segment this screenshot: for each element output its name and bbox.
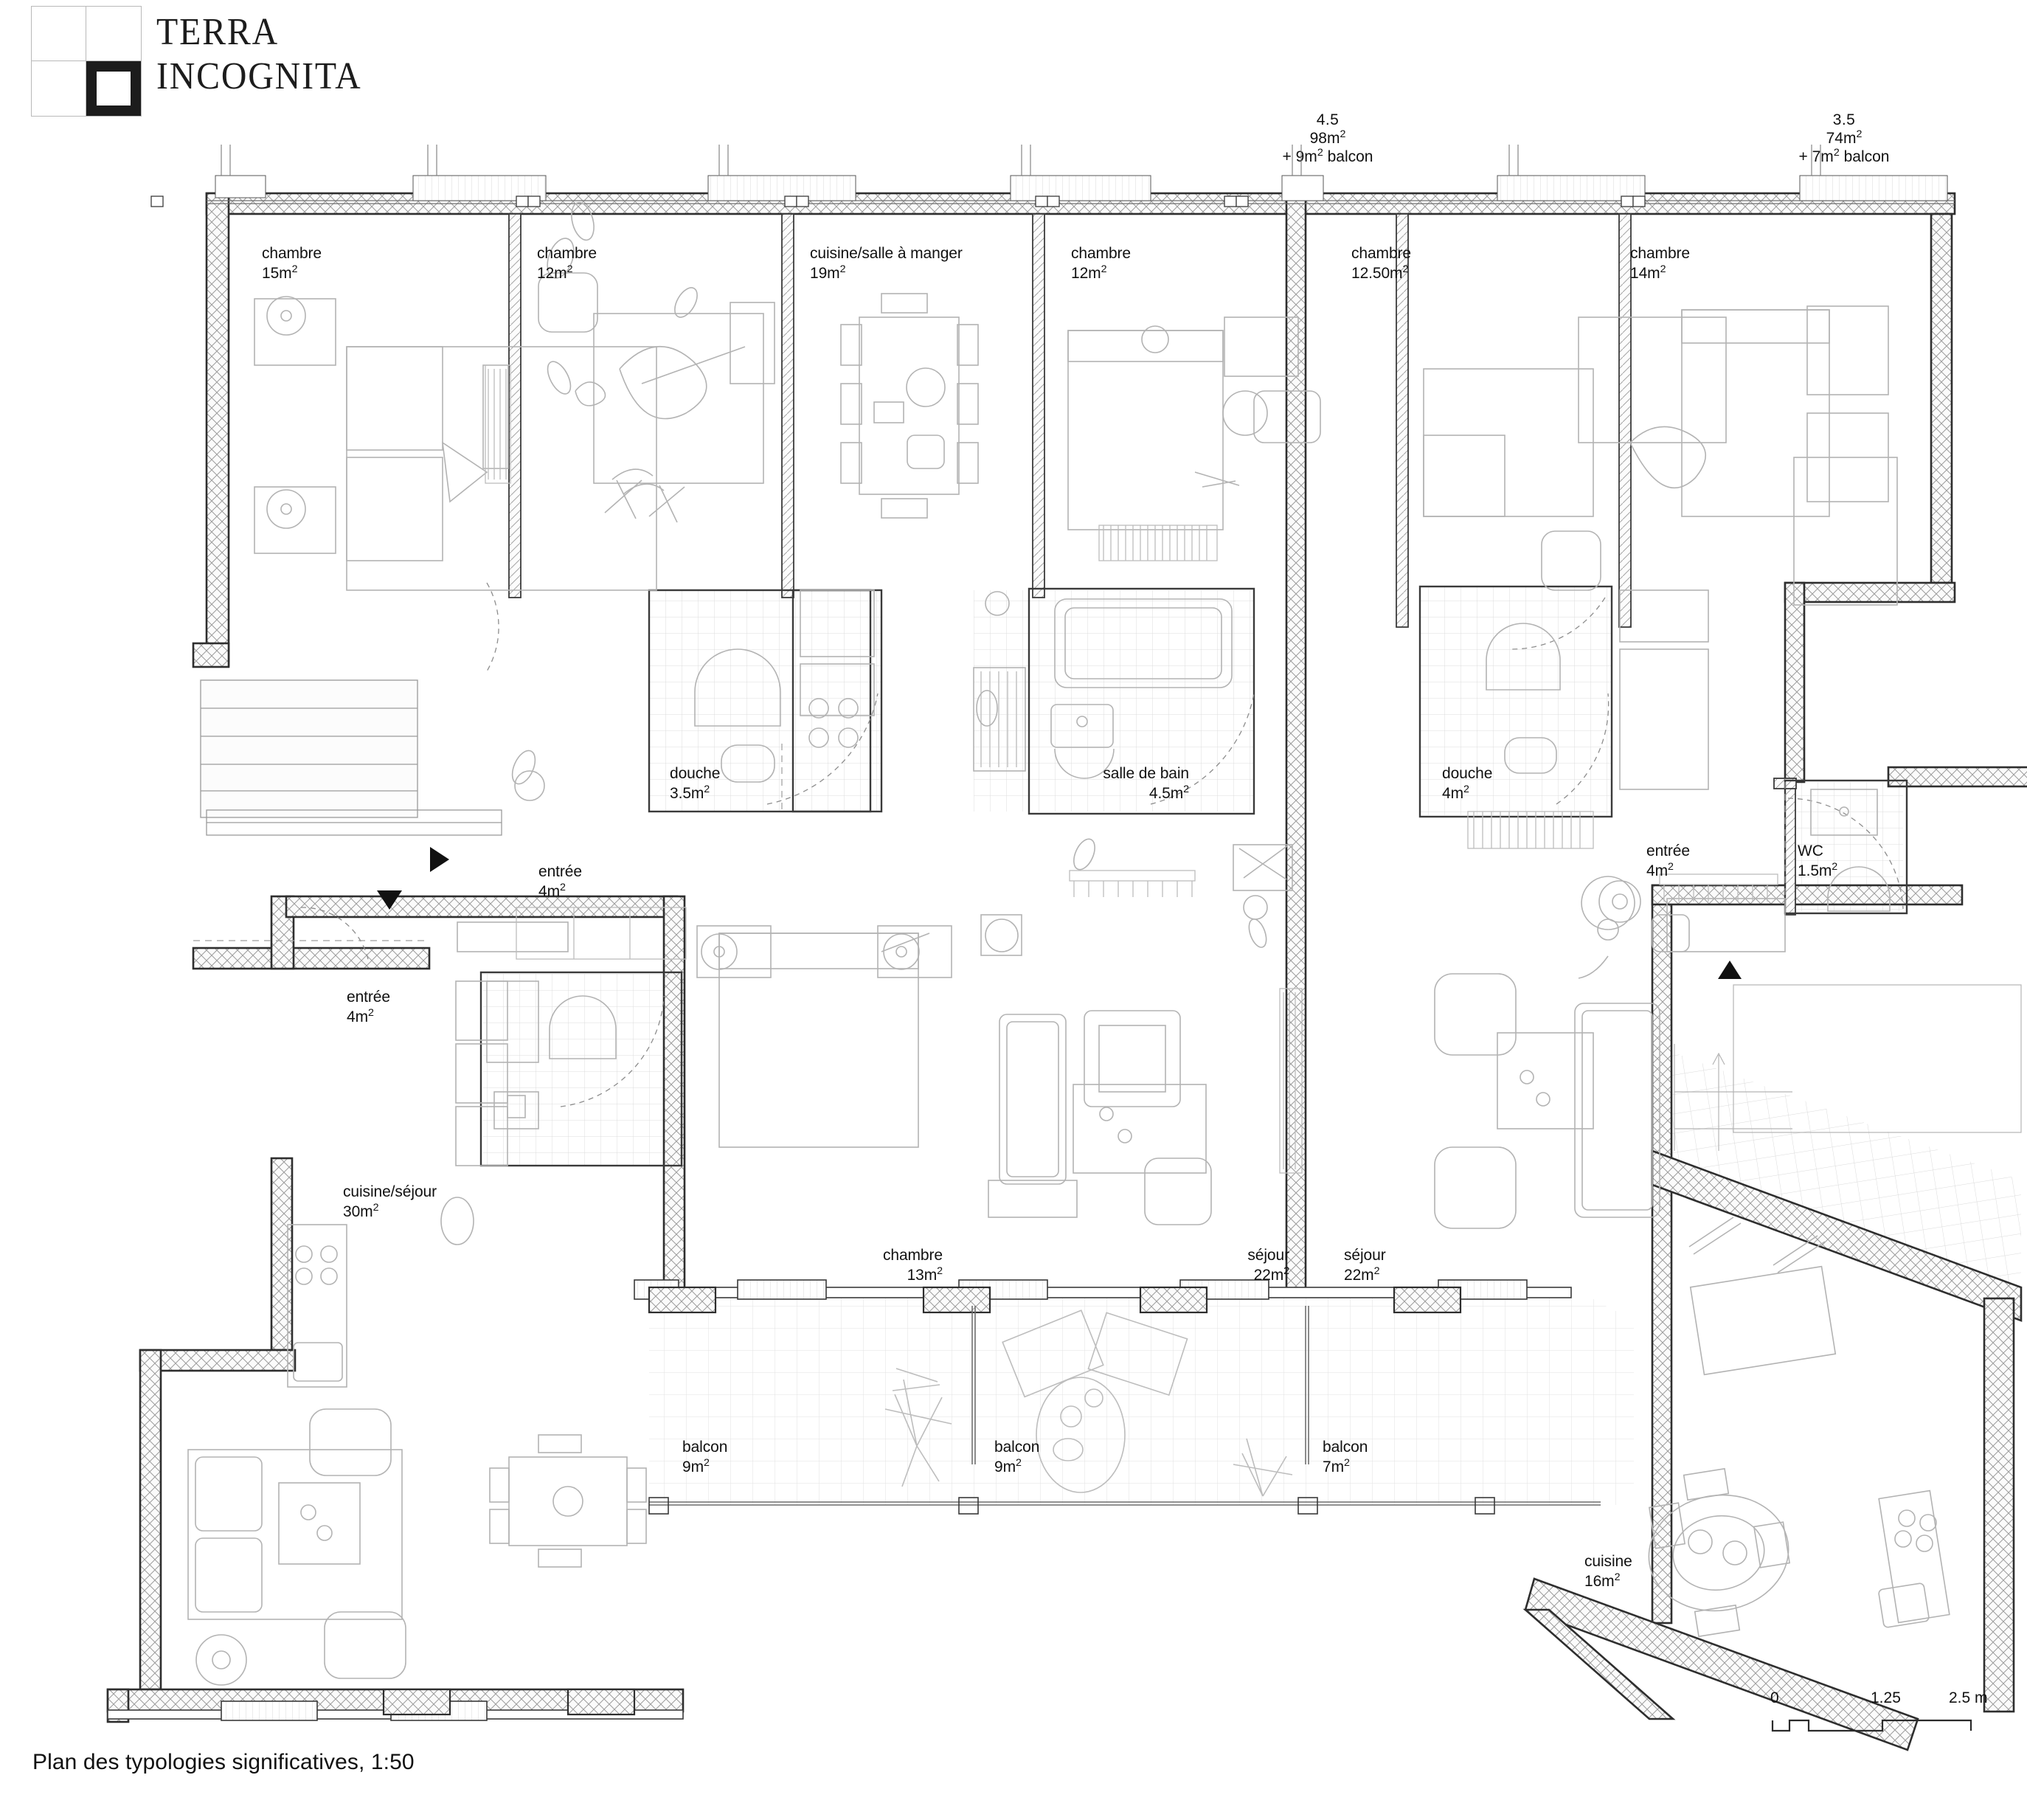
entrance-arrow-right-icon bbox=[430, 847, 449, 872]
room-area: 4m2 bbox=[538, 882, 566, 900]
room-name: salle de bain bbox=[1103, 765, 1189, 782]
entrance-arrow-up-icon bbox=[1718, 961, 1742, 979]
typology-area: 74m2 bbox=[1826, 128, 1863, 147]
room-name: entrée bbox=[1646, 842, 1690, 859]
room-name: cuisine/séjour bbox=[343, 1183, 437, 1200]
room-name: séjour bbox=[1247, 1247, 1289, 1264]
room-area: 13m2 bbox=[907, 1265, 943, 1284]
room-name: chambre bbox=[262, 245, 322, 262]
room-name: balcon bbox=[1323, 1439, 1368, 1456]
room-area: 15m2 bbox=[262, 263, 298, 282]
room-label-entree-gauche: entrée 4m2 bbox=[347, 987, 390, 1027]
entrance-arrow-down-icon bbox=[377, 890, 402, 910]
logo-line-1: TERRA bbox=[156, 11, 280, 53]
room-label-sejour-22-a: séjour 22m2 bbox=[1157, 1245, 1289, 1285]
typology-header-3-5: 3.5 74m2 + 7m2 balcon bbox=[1778, 111, 1910, 166]
room-area: 14m2 bbox=[1630, 263, 1666, 282]
room-label-salle-de-bain-45: salle de bain 4.5m2 bbox=[1042, 764, 1189, 803]
room-name: balcon bbox=[994, 1439, 1040, 1456]
typology-balcony: + 7m2 balcon bbox=[1798, 147, 1890, 165]
room-label-douche-4: douche 4m2 bbox=[1442, 764, 1492, 803]
room-name: cuisine bbox=[1584, 1553, 1632, 1570]
room-label-chambre-12-b: chambre 12m2 bbox=[1071, 243, 1131, 283]
room-name: entrée bbox=[538, 863, 582, 880]
room-area: 12.50m2 bbox=[1351, 263, 1409, 282]
typology-type: 3.5 bbox=[1832, 111, 1856, 128]
room-name: chambre bbox=[1071, 245, 1132, 262]
typology-area: 98m2 bbox=[1309, 128, 1346, 147]
room-label-chambre-15: chambre 15m2 bbox=[262, 243, 322, 283]
logo-wordmark: TERRA INCOGNITA bbox=[156, 10, 370, 99]
room-name: WC bbox=[1798, 842, 1823, 859]
room-area: 3.5m2 bbox=[670, 783, 710, 802]
scale-tick-0: 0 bbox=[1770, 1689, 1779, 1706]
room-label-chambre-14: chambre 14m2 bbox=[1630, 243, 1690, 283]
room-label-entree-droite: entrée 4m2 bbox=[1646, 841, 1690, 881]
room-name: entrée bbox=[347, 989, 390, 1006]
room-name: séjour bbox=[1344, 1247, 1386, 1264]
room-area: 7m2 bbox=[1323, 1457, 1350, 1475]
room-area: 30m2 bbox=[343, 1202, 379, 1220]
room-area: 19m2 bbox=[810, 263, 846, 282]
logo-square-mark bbox=[31, 6, 142, 117]
room-name: chambre bbox=[537, 245, 597, 262]
room-label-entree-haut: entrée 4m2 bbox=[538, 862, 582, 902]
room-area: 4m2 bbox=[1442, 783, 1469, 802]
room-label-sejour-22-b: séjour 22m2 bbox=[1344, 1245, 1386, 1285]
room-label-cuisine-sejour-30: cuisine/séjour 30m2 bbox=[343, 1182, 437, 1222]
plan-caption: Plan des typologies significatives, 1:50 bbox=[32, 1750, 415, 1774]
typology-type: 4.5 bbox=[1316, 111, 1340, 128]
room-area: 4m2 bbox=[347, 1007, 374, 1025]
scale-bar: 0 1.25 2.5 m bbox=[1770, 1689, 1992, 1741]
room-label-balcon-7: balcon 7m2 bbox=[1323, 1437, 1368, 1477]
room-label-cuisine-salle-a-manger: cuisine/salle à manger 19m2 bbox=[810, 243, 963, 283]
typology-balcony: + 9m2 balcon bbox=[1282, 147, 1373, 165]
room-label-balcon-9-b: balcon 9m2 bbox=[994, 1437, 1039, 1477]
room-name: chambre bbox=[1630, 245, 1691, 262]
room-area: 1.5m2 bbox=[1798, 861, 1838, 879]
typology-header-4-5: 4.5 98m2 + 9m2 balcon bbox=[1261, 111, 1394, 166]
room-label-cuisine-16: cuisine 16m2 bbox=[1584, 1551, 1632, 1591]
scale-tick-125: 1.25 bbox=[1871, 1689, 1901, 1706]
room-label-balcon-9-a: balcon 9m2 bbox=[682, 1437, 727, 1477]
brand-logo: TERRA INCOGNITA bbox=[31, 6, 370, 117]
room-name: balcon bbox=[682, 1439, 728, 1456]
room-area: 12m2 bbox=[1071, 263, 1107, 282]
room-name: cuisine/salle à manger bbox=[810, 245, 963, 262]
room-name: chambre bbox=[882, 1247, 943, 1264]
room-name: douche bbox=[1442, 765, 1493, 782]
scale-bar-graphic bbox=[1771, 1719, 1972, 1732]
room-label-chambre-13: chambre 13m2 bbox=[803, 1245, 943, 1285]
room-name: chambre bbox=[1351, 245, 1412, 262]
room-label-douche-35: douche 3.5m2 bbox=[670, 764, 720, 803]
room-area: 4m2 bbox=[1646, 861, 1674, 879]
room-label-chambre-1250: chambre 12.50m2 bbox=[1351, 243, 1411, 283]
room-area: 16m2 bbox=[1584, 1571, 1621, 1590]
room-label-chambre-12-a: chambre 12m2 bbox=[537, 243, 597, 283]
logo-line-2: INCOGNITA bbox=[156, 55, 362, 97]
room-area: 12m2 bbox=[537, 263, 573, 282]
room-area: 22m2 bbox=[1344, 1265, 1380, 1284]
room-area: 4.5m2 bbox=[1148, 783, 1189, 802]
room-area: 22m2 bbox=[1253, 1265, 1290, 1284]
room-label-wc: WC 1.5m2 bbox=[1798, 841, 1837, 881]
scale-tick-25: 2.5 m bbox=[1949, 1689, 1988, 1706]
room-area: 9m2 bbox=[994, 1457, 1022, 1475]
room-area: 9m2 bbox=[682, 1457, 710, 1475]
room-name: douche bbox=[670, 765, 721, 782]
